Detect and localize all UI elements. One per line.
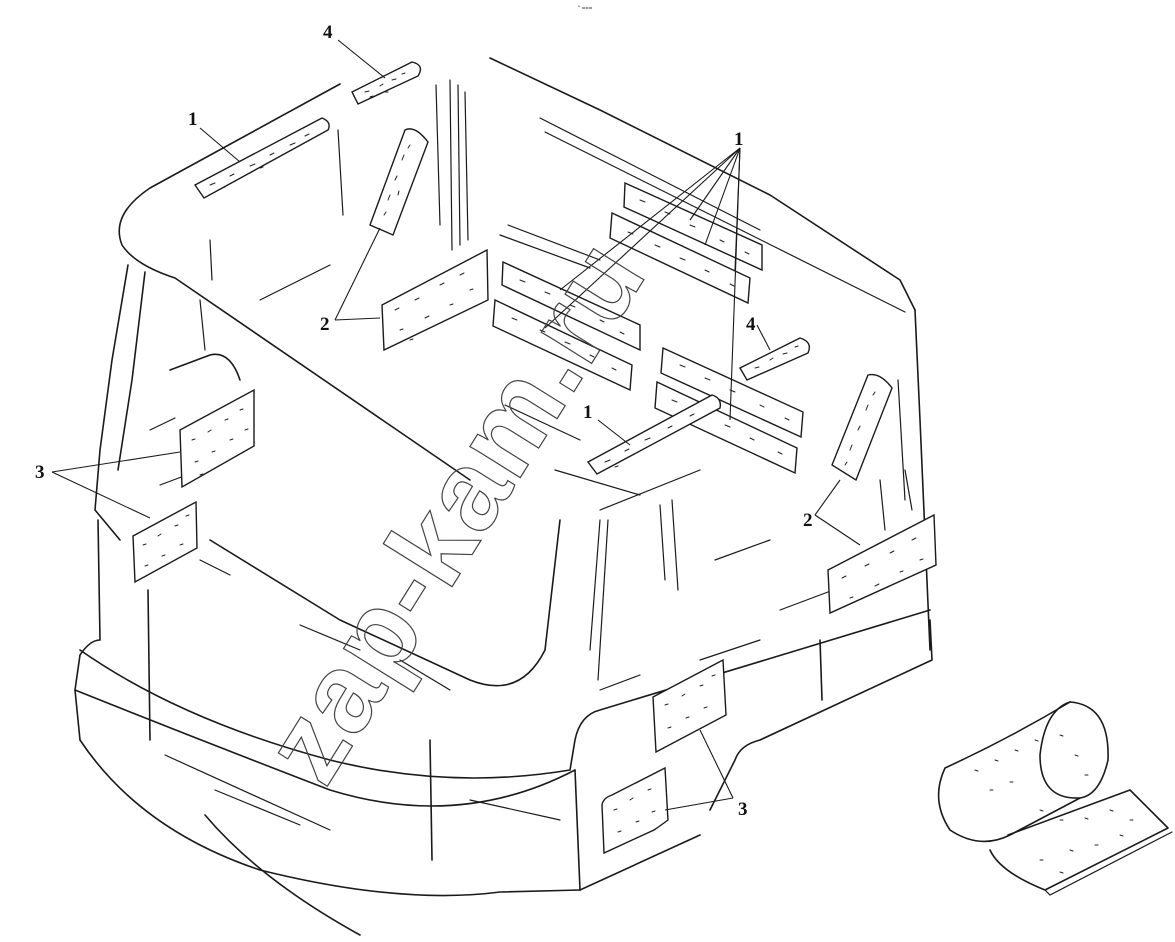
callout-3-left: 3 bbox=[35, 462, 45, 483]
callout-1-upper-right: 1 bbox=[734, 129, 744, 150]
pad-2-upper-wide bbox=[381, 248, 489, 352]
pad-3-lower-right-lower bbox=[601, 766, 669, 855]
pad-2-right-wide bbox=[827, 513, 937, 615]
pad-4-upper bbox=[351, 61, 422, 105]
callout-1-upper-left: 1 bbox=[188, 109, 198, 130]
callout-4-lower: 4 bbox=[746, 314, 756, 335]
insulation-pads bbox=[132, 61, 937, 855]
pad-1-upper-left bbox=[193, 117, 330, 199]
callout-4-upper: 4 bbox=[323, 22, 333, 43]
callout-2-right: 2 bbox=[803, 510, 813, 531]
callout-labels: 4 1 1 2 4 1 3 2 3 bbox=[35, 22, 813, 820]
pad-2-right-tall bbox=[831, 373, 893, 482]
callout-2-upper: 2 bbox=[320, 314, 330, 335]
leader-lines bbox=[51, 39, 861, 811]
pad-4-lower bbox=[739, 337, 811, 381]
pad-3-left-upper bbox=[179, 388, 255, 489]
pad-1-lower-center bbox=[586, 394, 722, 475]
material-roll bbox=[937, 701, 1173, 896]
header-mark: " === bbox=[578, 6, 593, 12]
pad-2-upper-tall bbox=[369, 128, 429, 236]
callout-3-right: 3 bbox=[738, 799, 748, 820]
callout-1-lower: 1 bbox=[583, 402, 593, 423]
pad-3-lower-right-upper bbox=[652, 658, 727, 754]
pad-3-left-lower bbox=[132, 500, 198, 584]
